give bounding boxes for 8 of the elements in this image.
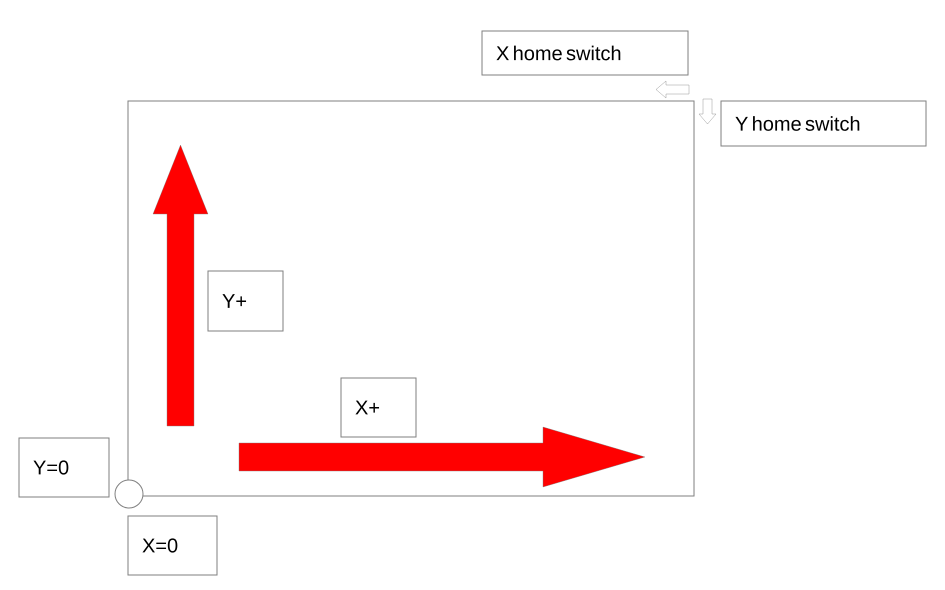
label-box: Y=0: [18, 438, 110, 498]
label-box: X=0: [128, 516, 218, 576]
label-box: X+: [340, 378, 416, 438]
label-box: X home switch: [482, 30, 688, 76]
label-box: Y+: [208, 270, 284, 332]
label-box: Y home switch: [720, 100, 926, 146]
table-frame: [128, 100, 694, 496]
origin-circle: [114, 480, 144, 508]
